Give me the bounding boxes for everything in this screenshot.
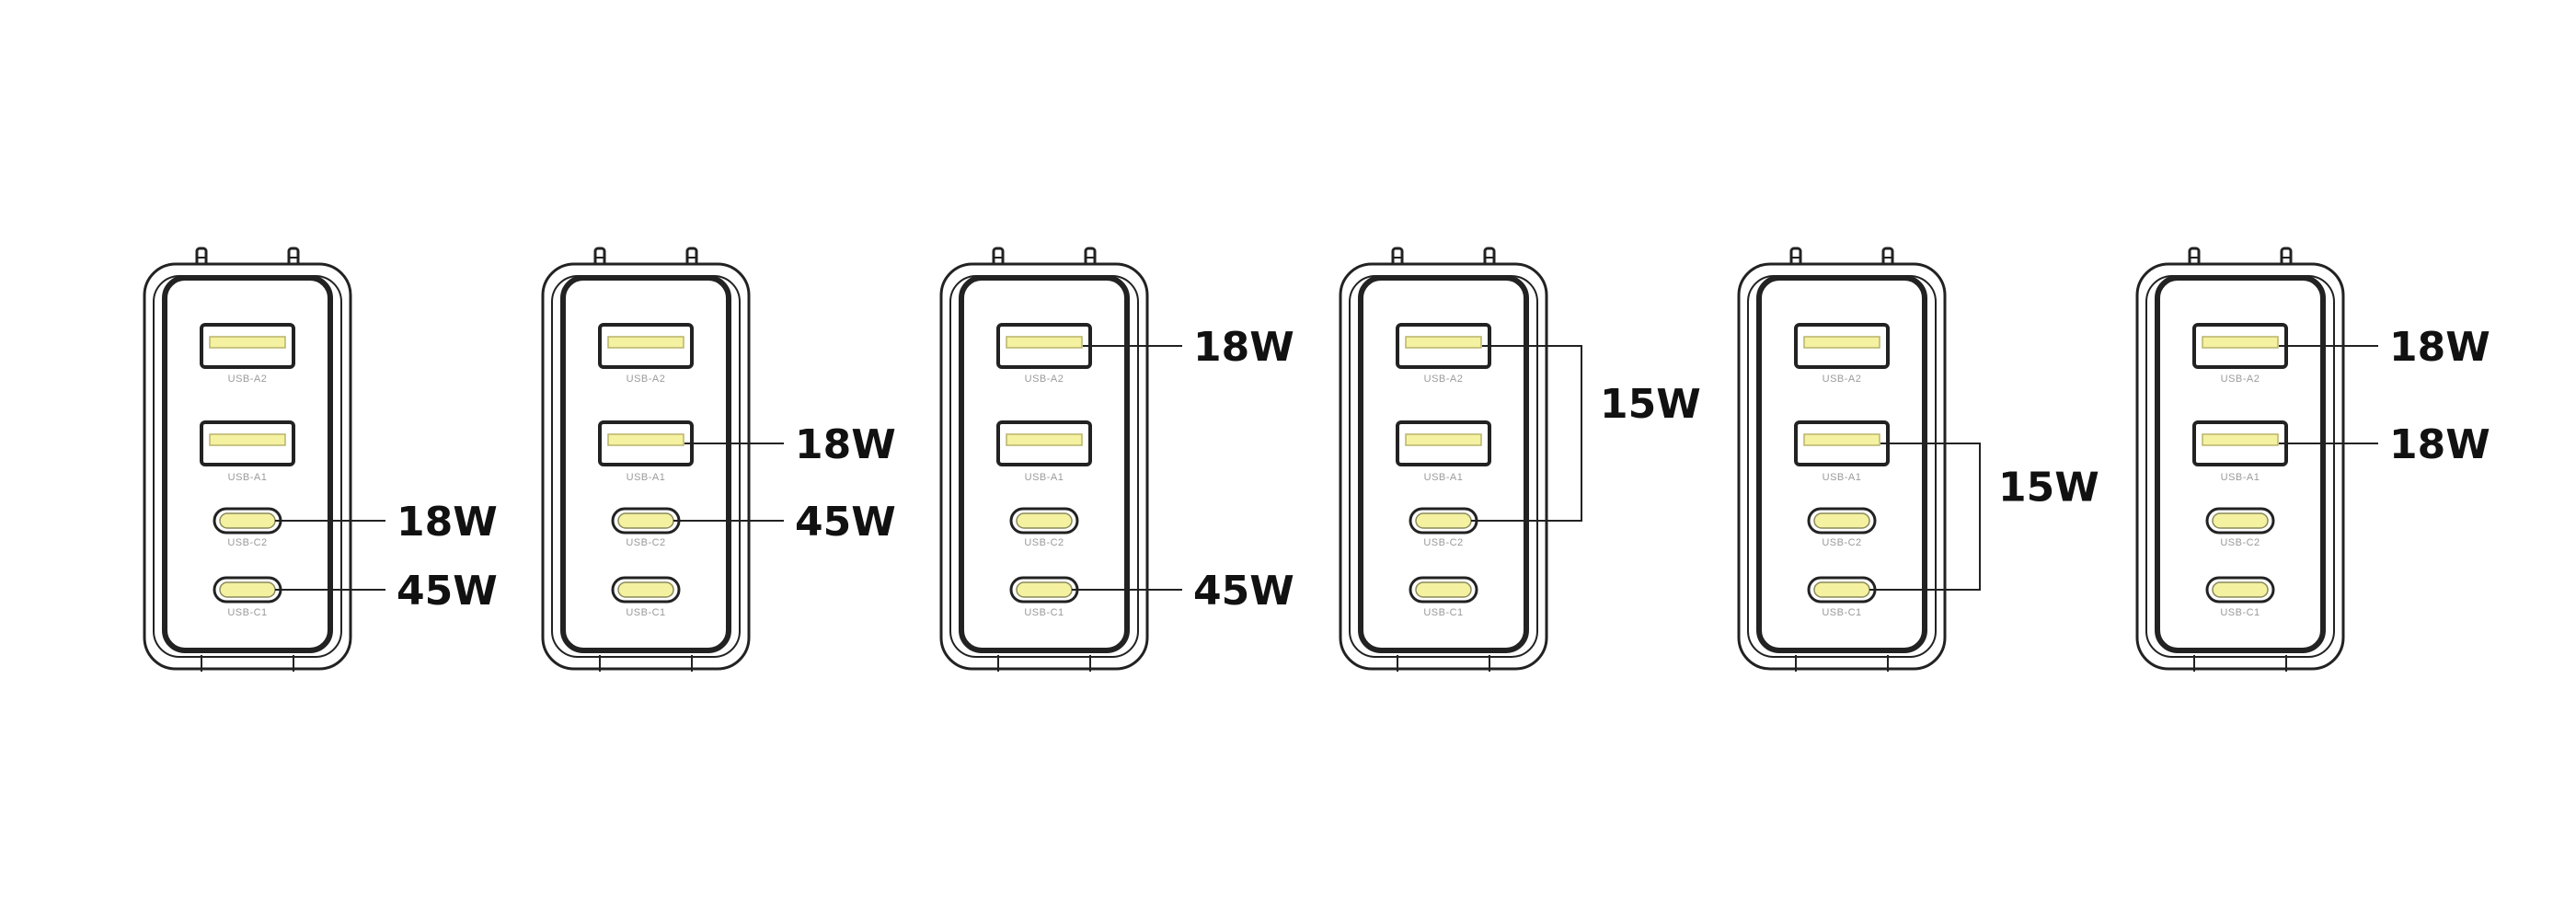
- usb-a-contact-block: [1803, 433, 1880, 446]
- port-label-c1: USB-C1: [1024, 607, 1064, 618]
- port-label-a2: USB-A2: [627, 374, 666, 385]
- port-label-c2: USB-C2: [1024, 537, 1064, 548]
- usb-c-contact-tongue: [219, 581, 276, 598]
- port-label-a1: USB-A1: [2221, 472, 2260, 483]
- usb-c-contact-tongue: [1813, 512, 1870, 529]
- power-output-label: 18W: [397, 499, 498, 546]
- port-label-c1: USB-C1: [2220, 607, 2260, 618]
- power-output-label: 18W: [1193, 324, 1294, 371]
- usb-c-contact-tongue: [1016, 581, 1073, 598]
- port-label-a2: USB-A2: [228, 374, 268, 385]
- usb-a-contact-block: [1803, 336, 1880, 349]
- port-label-c2: USB-C2: [227, 537, 267, 548]
- usb-a-contact-block: [1405, 336, 1482, 349]
- usb-a-contact-block: [1006, 336, 1083, 349]
- port-label-a2: USB-A2: [1424, 374, 1464, 385]
- power-output-label: 15W: [1600, 381, 1701, 428]
- shared-output-bracket: [1471, 345, 1582, 522]
- port-label-c2: USB-C2: [1423, 537, 1463, 548]
- port-label-a1: USB-A1: [1025, 472, 1064, 483]
- usb-c-contact-tongue: [1415, 512, 1472, 529]
- usb-a-contact-block: [1006, 433, 1083, 446]
- usb-c-contact-tongue: [617, 581, 674, 598]
- port-label-c2: USB-C2: [1822, 537, 1861, 548]
- power-output-label: 45W: [1193, 568, 1294, 615]
- power-output-label: 45W: [397, 568, 498, 615]
- usb-c-contact-tongue: [219, 512, 276, 529]
- port-label-c1: USB-C1: [1423, 607, 1463, 618]
- power-output-label: 15W: [1998, 465, 2099, 512]
- power-output-label: 18W: [2389, 324, 2490, 371]
- usb-a-contact-block: [607, 433, 684, 446]
- usb-c-contact-tongue: [1415, 581, 1472, 598]
- port-label-a1: USB-A1: [1823, 472, 1862, 483]
- power-output-label: 18W: [795, 421, 896, 468]
- usb-a-contact-block: [2202, 433, 2279, 446]
- port-label-a1: USB-A1: [627, 472, 666, 483]
- port-label-a2: USB-A2: [1025, 374, 1064, 385]
- usb-a-contact-block: [209, 336, 286, 349]
- port-label-a2: USB-A2: [1823, 374, 1862, 385]
- usb-a-contact-block: [209, 433, 286, 446]
- port-label-c1: USB-C1: [1822, 607, 1861, 618]
- port-label-c1: USB-C1: [626, 607, 665, 618]
- port-label-c2: USB-C2: [2220, 537, 2260, 548]
- power-output-label: 18W: [2389, 421, 2490, 468]
- usb-a-contact-block: [2202, 336, 2279, 349]
- usb-c-contact-tongue: [2212, 581, 2269, 598]
- port-label-c2: USB-C2: [626, 537, 665, 548]
- usb-c-contact-tongue: [1016, 512, 1073, 529]
- port-label-c1: USB-C1: [227, 607, 267, 618]
- port-label-a1: USB-A1: [228, 472, 268, 483]
- usb-c-contact-tongue: [1813, 581, 1870, 598]
- usb-a-contact-block: [1405, 433, 1482, 446]
- port-label-a2: USB-A2: [2221, 374, 2260, 385]
- port-label-a1: USB-A1: [1424, 472, 1464, 483]
- usb-c-contact-tongue: [2212, 512, 2269, 529]
- shared-output-bracket: [1869, 443, 1981, 591]
- power-output-label: 45W: [795, 499, 896, 546]
- usb-c-contact-tongue: [617, 512, 674, 529]
- usb-a-contact-block: [607, 336, 684, 349]
